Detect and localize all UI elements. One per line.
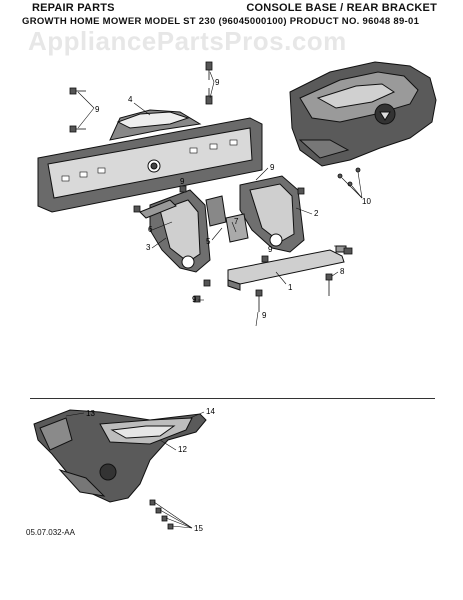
header-subtitle: GROWTH HOME MOWER MODEL ST 230 (96045000… — [22, 16, 420, 27]
figure-id: 05.07.032-AA — [26, 528, 75, 537]
header-left-title: REPAIR PARTS — [32, 2, 115, 14]
callout-3: 3 — [146, 243, 151, 252]
callout-14: 14 — [206, 407, 215, 416]
header-right-title: CONSOLE BASE / REAR BRACKET — [246, 2, 437, 14]
watermark: AppliancePartsPros.com — [28, 26, 347, 56]
callout-7a: 7 — [234, 217, 239, 226]
callout-6: 6 — [148, 225, 153, 234]
callout-15: 15 — [194, 524, 203, 533]
callout-9g: 9 — [192, 295, 197, 304]
callout-1: 1 — [288, 283, 293, 292]
hardware-screws — [69, 61, 361, 312]
section-divider — [30, 398, 435, 399]
hardware-screws-lower — [149, 499, 174, 530]
callout-12: 12 — [178, 445, 187, 454]
center-brackets — [205, 195, 249, 243]
callout-2: 2 — [314, 209, 319, 218]
callout-13: 13 — [86, 409, 95, 418]
console-cover — [289, 61, 437, 167]
support-bar — [227, 245, 347, 291]
callout-9e: 9 — [268, 245, 273, 254]
leader-lines-upper — [77, 71, 363, 327]
callout-8: 8 — [340, 267, 345, 276]
leader-lines-lower — [65, 411, 205, 529]
rear-bracket-plate — [37, 109, 263, 213]
left-hinge-bracket — [139, 189, 211, 273]
callout-4: 4 — [128, 95, 133, 104]
callout-10: 10 — [362, 197, 371, 206]
callout-5: 5 — [206, 237, 211, 246]
right-hinge-bracket — [239, 175, 305, 253]
callout-9c: 9 — [270, 163, 275, 172]
callout-9b: 9 — [215, 78, 220, 87]
callout-9a: 9 — [95, 105, 100, 114]
callout-9f: 9 — [262, 311, 267, 320]
callout-9d: 9 — [180, 177, 185, 186]
console-assembly-lower — [33, 409, 207, 503]
